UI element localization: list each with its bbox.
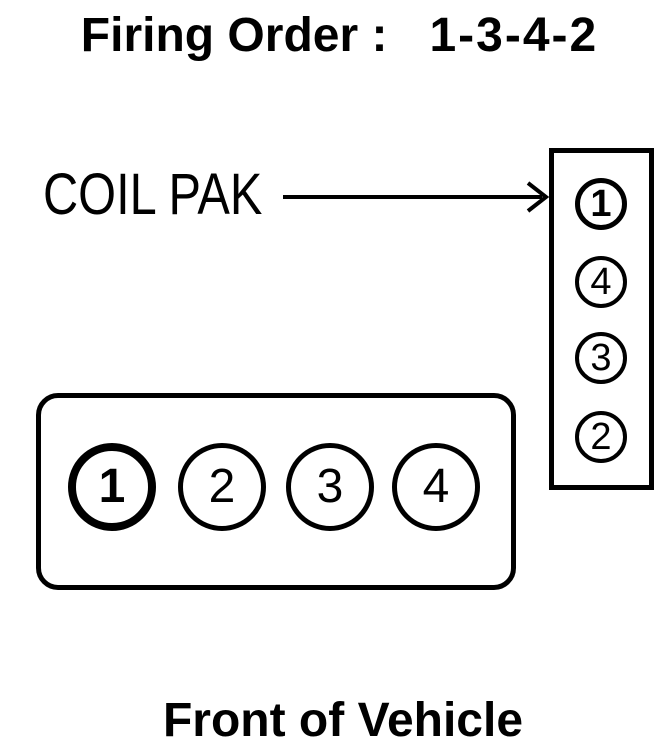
coil-pak-label: COIL PAK bbox=[43, 162, 263, 227]
firing-order-sequence: 1-3-4-2 bbox=[429, 9, 599, 62]
front-of-vehicle-label: Front of Vehicle bbox=[162, 694, 524, 747]
engine-block-box: 1 2 3 4 bbox=[36, 393, 516, 590]
cylinder-2: 2 bbox=[178, 443, 266, 531]
firing-order-title: Firing Order : 1-3-4-2 bbox=[0, 7, 672, 65]
coil-terminal-2: 2 bbox=[575, 411, 627, 463]
coil-pack-box: 1 4 3 2 bbox=[549, 148, 654, 490]
coil-terminal-1: 1 bbox=[575, 178, 627, 230]
coil-terminal-3: 3 bbox=[575, 332, 627, 384]
cylinder-3: 3 bbox=[286, 443, 374, 531]
cylinder-4: 4 bbox=[392, 443, 480, 531]
coil-pak-arrow-icon bbox=[283, 181, 550, 213]
cylinder-1: 1 bbox=[68, 443, 156, 531]
firing-order-title-label: Firing Order : bbox=[80, 9, 388, 62]
coil-terminal-4: 4 bbox=[575, 256, 627, 308]
